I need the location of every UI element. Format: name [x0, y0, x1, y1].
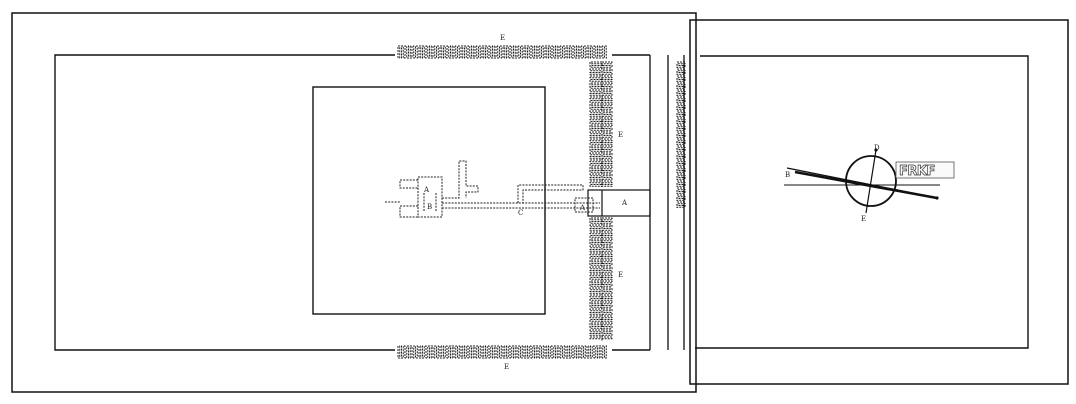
label-b-right: B — [785, 171, 790, 179]
component-left — [385, 160, 479, 218]
label-e-upper: E — [618, 131, 623, 139]
label-a-box: A — [621, 199, 628, 207]
label-e-right: E — [861, 215, 866, 223]
comb-strip — [676, 61, 686, 209]
labels: E E E E A B C A A D E B — [423, 34, 880, 371]
label-b-left: B — [427, 203, 432, 211]
box-a — [587, 189, 651, 217]
comb-vertical-upper-right — [601, 61, 613, 188]
label-e-bottom: E — [504, 363, 509, 371]
comb-vertical-upper-left — [589, 61, 603, 188]
label-a-left: A — [423, 186, 430, 194]
left-outer-sheet — [11, 12, 697, 393]
frkf-logo-text: FRKF — [899, 164, 935, 179]
comb-patterns — [397, 45, 686, 359]
frkf-logo: FRKF — [895, 161, 955, 179]
label-e-top: E — [500, 34, 505, 42]
comb-bottom — [397, 345, 608, 359]
left-inner-frame — [54, 54, 395, 351]
right-outer-sheet — [689, 19, 1069, 385]
comb-top — [397, 45, 608, 59]
central-square — [312, 86, 546, 315]
label-a-small: A — [579, 204, 586, 212]
label-e-lower: E — [618, 271, 623, 279]
signal-line — [442, 184, 600, 213]
circle-assembly — [784, 148, 940, 214]
right-inner-frame — [695, 55, 1029, 349]
comb-vertical-lower-left — [589, 217, 603, 341]
label-c-mid: C — [518, 209, 523, 217]
label-d-right: D — [874, 144, 880, 152]
comb-vertical-lower-right — [601, 217, 613, 341]
